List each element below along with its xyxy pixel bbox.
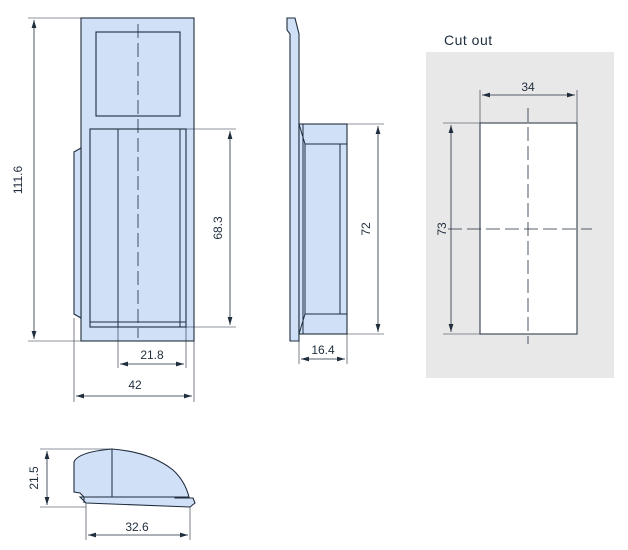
label-side-depth: 16.4 (311, 343, 335, 357)
side-pocket-body (298, 123, 348, 335)
side-view: 72 16.4 (286, 17, 384, 364)
label-overall-width: 42 (128, 378, 142, 392)
cutout-view: Cut out 34 73 (426, 32, 614, 378)
cutout-hole (479, 122, 578, 335)
cutout-title: Cut out (444, 32, 493, 48)
label-cutout-width: 34 (521, 80, 535, 94)
front-view: 111.6 68.3 21.8 42 (11, 17, 236, 402)
label-bottom-height: 21.5 (27, 466, 41, 490)
label-cutout-height: 73 (435, 222, 449, 236)
label-side-height: 72 (359, 222, 373, 236)
label-overall-height: 111.6 (11, 166, 25, 195)
bottom-dome (73, 448, 190, 498)
front-left-lip (73, 147, 82, 319)
label-pocket-height: 68.3 (211, 216, 225, 240)
label-bottom-width: 32.6 (125, 520, 149, 534)
bottom-view: 21.5 32.6 (27, 448, 196, 540)
side-flange (286, 17, 300, 342)
label-pocket-width: 21.8 (140, 348, 164, 362)
bottom-base-plate (78, 496, 196, 508)
